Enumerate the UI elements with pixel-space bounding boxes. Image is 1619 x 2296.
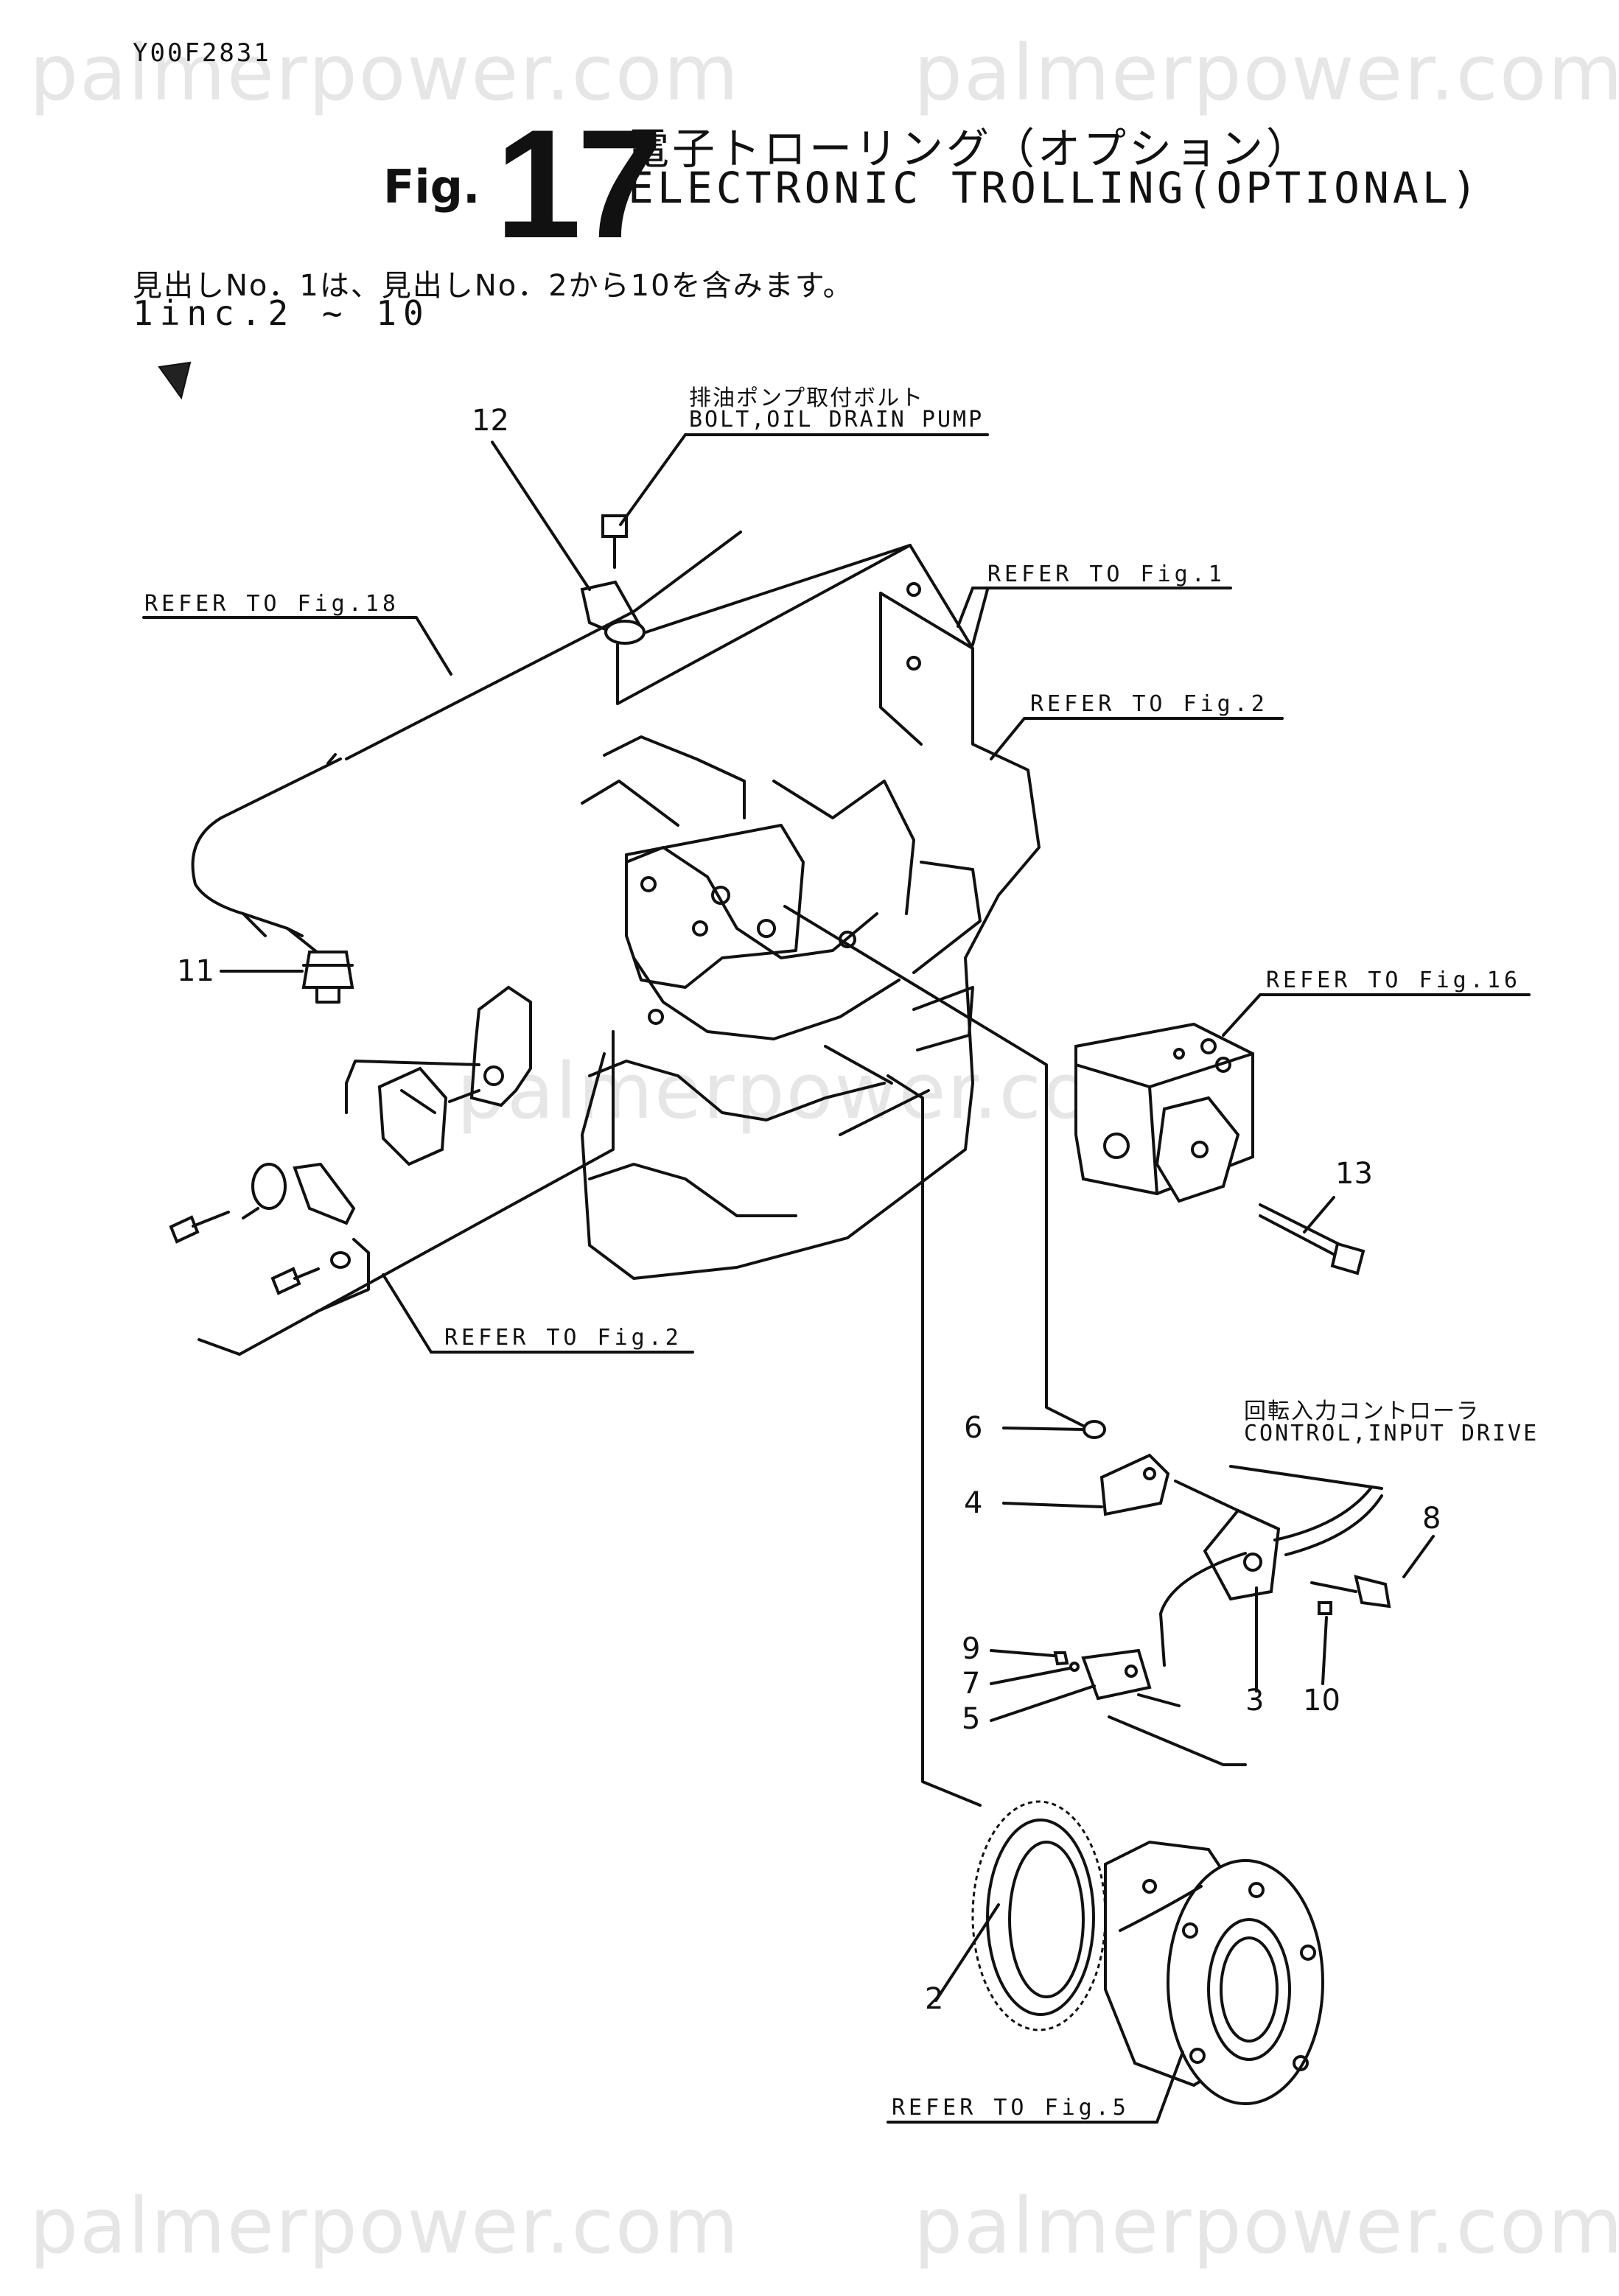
ref-fig2-lower-label: REFER TO Fig.2 [444, 1325, 682, 1351]
fig-number: 17 [495, 97, 663, 270]
part-number-9: 9 [962, 1632, 981, 1666]
note-english: 1inc.2 ~ 10 [133, 293, 430, 333]
cable-to-valve-block [783, 905, 1092, 1431]
ref-fig16-label: REFER TO Fig.16 [1266, 967, 1521, 993]
part-number-6: 6 [964, 1411, 983, 1445]
bolt-oil-drain-pump-jp: 排油ポンプ取付ボルト [689, 385, 925, 411]
part-5-sensor [1081, 1648, 1152, 1701]
ref-fig2-upper-label: REFER TO Fig.2 [1030, 691, 1268, 717]
part-number-11: 11 [177, 954, 214, 988]
watermark-bottom-left: palmerpower.com [29, 2181, 740, 2271]
part-number-7: 7 [962, 1667, 981, 1701]
fig1-ref-bracket [616, 544, 912, 705]
control-input-drive-jp: 回転入力コントローラ [1244, 1399, 1480, 1424]
control-input-drive-assembly [1053, 1420, 1391, 1766]
part-9-screw [1053, 1651, 1069, 1666]
valve-block [1074, 1022, 1366, 1275]
leader-lines [142, 433, 1531, 2124]
watermark-top-left: palmerpower.com [29, 28, 740, 118]
flange-housing [1104, 1840, 1324, 2105]
fig-word: Fig. [383, 160, 480, 214]
part-number-5: 5 [962, 1702, 981, 1736]
part-2-gear-ring [971, 1800, 1107, 2031]
part-11-sensor [286, 927, 354, 1004]
part-number-8: 8 [1422, 1502, 1441, 1536]
part-number-2: 2 [925, 1982, 944, 2016]
part-number-12: 12 [472, 404, 509, 438]
ref-fig1-label: REFER TO Fig.1 [987, 561, 1225, 587]
part-10-nut [1318, 1601, 1332, 1615]
engine-block-outline [581, 544, 1041, 1280]
watermark-bottom-right: palmerpower.com [914, 2181, 1619, 2271]
control-input-drive-en: CONTROL,INPUT DRIVE [1244, 1421, 1539, 1446]
document-id: Y00F2831 [133, 38, 271, 68]
part-number-13: 13 [1335, 1157, 1373, 1191]
part-number-3: 3 [1245, 1684, 1265, 1718]
ref-fig18-label: REFER TO Fig.18 [144, 591, 399, 617]
title-japanese: 電子トローリング（オプション） [626, 124, 1312, 174]
part-number-4: 4 [964, 1486, 983, 1520]
part-number-10: 10 [1303, 1684, 1340, 1718]
note-japanese: 見出しNo．1は、見出しNo．2から10を含みます。 [133, 269, 854, 303]
bolt-oil-drain-pump-en: BOLT,OIL DRAIN PUMP [689, 407, 985, 433]
front-direction-arrow [158, 361, 192, 400]
part-6-washer [1083, 1420, 1106, 1439]
title-english: ELECTRONIC TROLLING(OPTIONAL) [628, 163, 1481, 213]
part-12-clamp-and-bolt [191, 514, 742, 937]
part-7-washer [1069, 1662, 1080, 1672]
watermark-top-right: palmerpower.com [914, 28, 1619, 118]
ref-fig5-label: REFER TO Fig.5 [892, 2095, 1130, 2121]
lever-bracket-assembly [169, 985, 532, 1295]
part-4-clamp [1099, 1453, 1170, 1516]
